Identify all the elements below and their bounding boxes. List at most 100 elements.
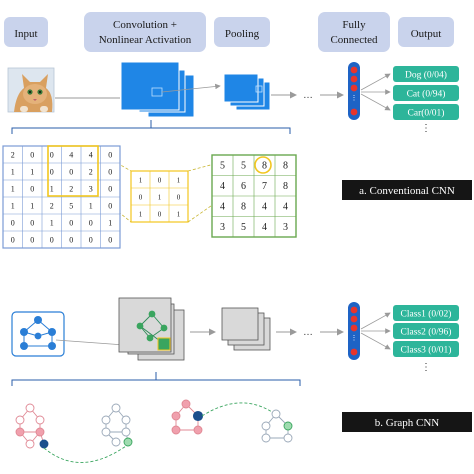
input-matrix-cell: 0	[108, 185, 112, 194]
input-matrix-cell: 0	[69, 236, 73, 245]
header-pooling-label: Pooling	[225, 28, 260, 40]
header-output-label: Output	[411, 28, 442, 40]
feature-map-cell: 5	[220, 160, 225, 171]
feature-map-cell: 3	[220, 222, 225, 233]
input-matrix-cell: 2	[50, 202, 54, 211]
input-matrix-cell: 4	[69, 151, 73, 160]
input-matrix-cell: 0	[30, 219, 34, 228]
input-matrix-cell: 0	[50, 168, 54, 177]
vdots-a: ⋮	[421, 123, 431, 134]
ellipsis-b: …	[303, 327, 313, 338]
vdots-b: ⋮	[421, 362, 431, 373]
kernel-cell: 0	[177, 194, 181, 202]
feature-map-cell: 4	[262, 201, 267, 212]
feature-map-cell: 8	[283, 160, 288, 171]
bracket-a	[11, 127, 291, 134]
kernel-cell: 1	[177, 211, 181, 219]
fc-layer-b: ⋮	[348, 302, 360, 360]
kernel-cell: 0	[139, 194, 143, 202]
feature-map-cell: 5	[241, 160, 246, 171]
header-convolution-line2: Nonlinear Activation	[99, 34, 192, 46]
feature-map-cell: 5	[241, 222, 246, 233]
feature-map-cell: 4	[220, 201, 225, 212]
input-matrix-cell: 4	[89, 151, 93, 160]
conv-feature-maps	[120, 61, 195, 118]
receptive-field-highlight	[47, 145, 99, 197]
caption-graph-cnn: b. Graph CNN	[342, 412, 472, 432]
graph-example-2	[101, 403, 133, 447]
input-matrix-cell: 1	[11, 185, 15, 194]
feature-map-cell: 3	[283, 222, 288, 233]
ellipsis-a: …	[303, 90, 313, 101]
header-input-label: Input	[14, 28, 37, 40]
input-matrix-cell: 0	[69, 219, 73, 228]
input-matrix-cell: 2	[89, 168, 93, 177]
input-matrix-cell: 1	[11, 202, 15, 211]
output-class3: Class3 (0/01)	[393, 341, 459, 357]
graph-link-2	[201, 402, 273, 417]
caption-conventional-cnn: a. Conventional CNN	[342, 180, 472, 200]
header-input: Input	[4, 17, 48, 47]
header-output: Output	[398, 17, 454, 47]
input-matrix-cell: 2	[69, 185, 73, 194]
graph-link-1	[43, 445, 127, 463]
feature-map-cell: 8	[283, 181, 288, 192]
cat-image	[7, 67, 55, 113]
input-matrix-cell: 0	[11, 236, 15, 245]
input-matrix-cell: 0	[50, 236, 54, 245]
header-fc-line2: Connected	[330, 34, 378, 46]
feature-map-cell: 7	[262, 181, 267, 192]
input-matrix-cell: 0	[108, 168, 112, 177]
feature-map-cell: 4	[220, 181, 225, 192]
feature-map-cell: 8	[262, 160, 267, 171]
graph-example-3	[171, 399, 204, 435]
graph-conv-maps	[118, 297, 185, 361]
input-matrix-cell: 1	[50, 185, 54, 194]
kernel-cell: 0	[158, 177, 162, 185]
input-matrix-cell: 0	[30, 185, 34, 194]
header-fully-connected: Fully Connected	[318, 12, 390, 52]
graph-example-4	[261, 409, 293, 443]
header-fc-line1: Fully	[342, 19, 366, 31]
input-matrix-cell: 0	[89, 236, 93, 245]
svg-text:a. Conventional CNN: a. Conventional CNN	[359, 185, 455, 197]
bracket-b	[11, 379, 301, 386]
kernel-cell: 1	[139, 211, 143, 219]
input-matrix-cell: 1	[108, 219, 112, 228]
input-matrix-cell: 0	[108, 151, 112, 160]
input-matrix-cell: 0	[89, 219, 93, 228]
graph-example-1	[15, 403, 49, 449]
graph-pool-maps	[221, 307, 271, 351]
input-matrix-cell: 0	[108, 202, 112, 211]
feature-map-cell: 4	[262, 222, 267, 233]
svg-text:Class1 (0/02): Class1 (0/02)	[401, 309, 452, 320]
input-matrix-cell: 1	[30, 202, 34, 211]
svg-text:Class3 (0/01): Class3 (0/01)	[401, 345, 452, 356]
header-convolution-line1: Convolution +	[113, 19, 177, 31]
pooling-feature-maps	[223, 73, 271, 111]
feature-map-cell: 6	[241, 181, 246, 192]
header-convolution: Convolution + Nonlinear Activation	[84, 12, 206, 52]
input-graph	[11, 311, 65, 357]
header-pooling: Pooling	[214, 17, 270, 47]
svg-text:Dog (0/04): Dog (0/04)	[405, 70, 447, 81]
kernel-cell: 1	[158, 194, 162, 202]
kernel-cell: 0	[158, 211, 162, 219]
svg-text:⋮: ⋮	[351, 95, 358, 102]
input-matrix-cell: 1	[89, 202, 93, 211]
output-cell-highlight	[254, 156, 272, 174]
output-class2: Class2 (0/96)	[393, 323, 459, 339]
svg-text:b. Graph CNN: b. Graph CNN	[375, 417, 440, 429]
feature-map-cell: 8	[241, 201, 246, 212]
input-matrix-cell: 1	[30, 168, 34, 177]
input-matrix-cell: 1	[50, 219, 54, 228]
input-matrix-cell: 0	[69, 168, 73, 177]
fc-layer-a: ⋮	[348, 62, 360, 120]
input-matrix-cell: 5	[69, 202, 73, 211]
arrow-conv-to-pool	[161, 83, 221, 93]
output-cat: Cat (0/94)	[393, 85, 459, 101]
output-class1: Class1 (0/02)	[393, 305, 459, 321]
